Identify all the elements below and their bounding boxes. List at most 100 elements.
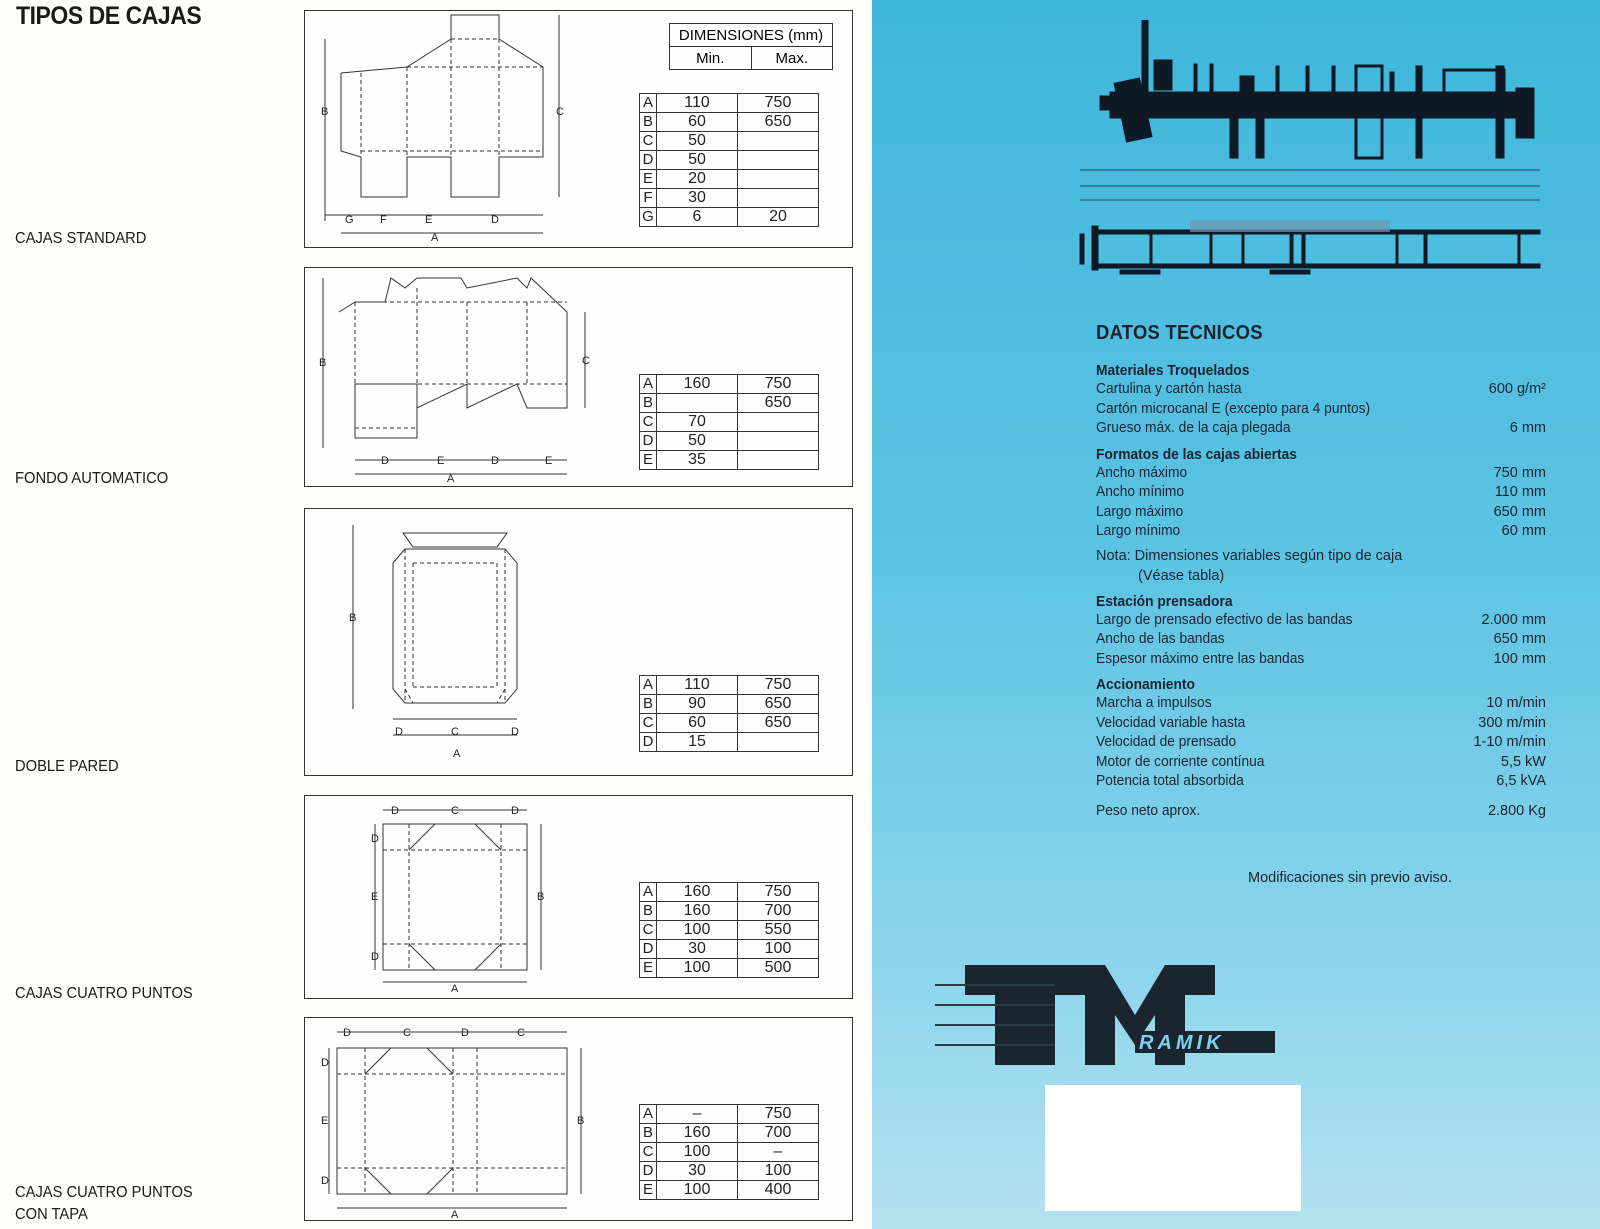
spec-value: 750 mm [1493, 464, 1546, 481]
dimension-letter: D [639, 732, 657, 752]
dimension-letter: D [639, 1161, 657, 1181]
standard-box-diagram: B C G F E D A [321, 14, 564, 244]
spec-label: Potencia total absorbida [1096, 773, 1244, 789]
section-title: Accionamiento [1096, 676, 1195, 693]
min-value: 50 [656, 150, 738, 170]
dimension-letter: C [639, 713, 657, 733]
dimensions-title: DIMENSIONES (mm) [669, 23, 833, 47]
spec-label: Cartón microcanal E (excepto para 4 punt… [1096, 400, 1371, 417]
dimensions-header: DIMENSIONES (mm) Min.Max. [669, 23, 833, 70]
dim-label-c: C [582, 355, 590, 367]
caption-doble-pared: DOBLE PARED [15, 758, 119, 775]
spec-label: Largo mínimo [1096, 523, 1181, 539]
min-value: 160 [656, 882, 738, 902]
spec-row: Cartón microcanal E (excepto para 4 punt… [1096, 400, 1546, 420]
dim-label-a: A [453, 748, 461, 760]
max-value: 750 [737, 374, 819, 394]
dimension-letter: D [639, 939, 657, 959]
dim-label-e: E [321, 1115, 328, 1127]
spec-value: 650 mm [1493, 631, 1546, 647]
min-value [656, 393, 738, 413]
cuatro-puntos-diagram: D C D D E D B A [371, 805, 544, 995]
note-line: (Véase tabla) [1138, 567, 1225, 584]
dim-label-d1: D [343, 1027, 351, 1039]
max-header: Max. [750, 46, 833, 70]
spec-label: Motor de corriente contínua [1096, 753, 1265, 770]
dimension-letter: C [639, 131, 657, 151]
dim-label-d2: D [511, 726, 519, 738]
max-value: 650 [737, 393, 819, 413]
dimension-letter: A [639, 675, 657, 695]
max-value [737, 732, 819, 752]
min-value: 35 [656, 450, 738, 470]
dimension-letter: A [639, 1104, 657, 1124]
fondo-automatico-diagram: B C D E D E A [319, 277, 590, 485]
spec-value: 300 m/min [1478, 714, 1546, 731]
max-value: 750 [737, 93, 819, 113]
min-value: 100 [656, 1180, 738, 1200]
machine-drawing [1079, 20, 1541, 275]
dimension-letter: G [639, 207, 657, 227]
dim-label-c: C [556, 106, 564, 118]
min-value: – [656, 1104, 738, 1124]
max-value: 700 [737, 901, 819, 921]
dim-label-e: E [371, 891, 378, 903]
max-value: 500 [737, 958, 819, 978]
max-value: – [737, 1142, 819, 1162]
spec-value: 2.000 mm [1481, 611, 1546, 628]
dim-label-e1: E [437, 455, 444, 467]
max-value [737, 131, 819, 151]
spec-value: 600 g/m² [1488, 381, 1546, 397]
spec-value: 1-10 m/min [1473, 734, 1546, 750]
min-value: 6 [656, 207, 738, 227]
max-value [737, 188, 819, 208]
min-value: 70 [656, 412, 738, 432]
footer-note: Modificaciones sin previo aviso. [1248, 870, 1452, 886]
dim-label-b: B [319, 357, 326, 369]
spec-row: Largo de prensado efectivo de las bandas… [1096, 611, 1546, 631]
dim-label-e2: E [545, 455, 552, 467]
min-value: 90 [656, 694, 738, 714]
section-title: Formatos de las cajas abiertas [1096, 445, 1297, 463]
section-title: Estación prensadora [1096, 592, 1233, 610]
caption-standard: CAJAS STANDARD [15, 230, 147, 247]
note: Nota: Dimensiones variables según tipo d… [1096, 546, 1546, 586]
dim-label-c2: C [517, 1027, 525, 1039]
dim-label-b: B [577, 1115, 584, 1127]
dimension-letter: B [639, 1123, 657, 1143]
spec-label: Ancho máximo [1096, 464, 1188, 481]
dim-label-dl1: D [371, 833, 379, 845]
note-line: Nota: Dimensiones variables según tipo d… [1096, 547, 1403, 564]
dimension-letter: E [639, 450, 657, 470]
dimension-letter: A [639, 93, 657, 113]
max-value: 700 [737, 1123, 819, 1143]
min-value: 50 [656, 431, 738, 451]
dim-label-a: A [451, 983, 459, 995]
dimension-letter: A [639, 882, 657, 902]
spec-value: 2.800 Kg [1487, 802, 1546, 819]
spec-value: 6,5 kVA [1496, 773, 1546, 789]
